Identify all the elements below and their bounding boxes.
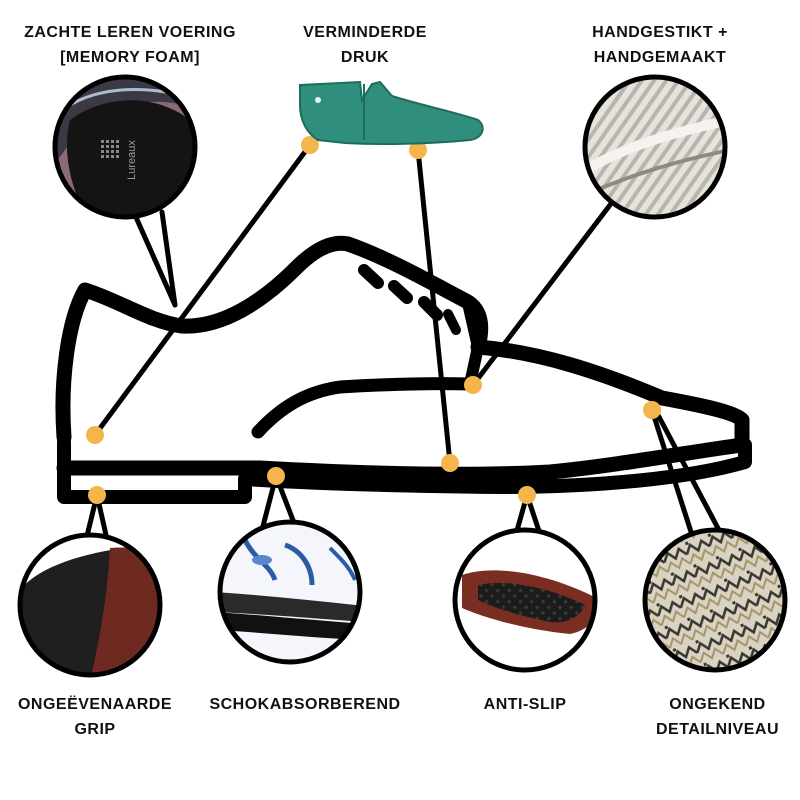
label-memory-foam-line1: ZACHTE LEREN VOERING (24, 24, 236, 41)
callout-dots (86, 136, 661, 504)
connector-pressure (415, 147, 453, 466)
lace-4 (443, 309, 461, 335)
dot-pressure-top (409, 141, 427, 159)
label-antislip-line1: ANTI-SLIP (483, 696, 567, 713)
rubber-sole-image (452, 527, 598, 673)
label-grip-line2: GRIP (74, 721, 116, 738)
connector-memory-foam-a (132, 212, 178, 308)
connector-lines (83, 142, 723, 543)
label-grip: ONGEËVENAARDE GRIP (0, 692, 190, 742)
connector-heel-liner (92, 142, 313, 438)
connector-detail-b (655, 412, 723, 535)
label-handmade-line1: HANDGESTIKT + (592, 24, 728, 41)
label-pressure-line2: DRUK (340, 49, 390, 66)
lace-2 (388, 280, 413, 304)
label-antislip: ANTI-SLIP (460, 692, 590, 717)
label-handmade-line2: HANDGEMAAKT (593, 49, 727, 66)
label-memory-foam: ZACHTE LEREN VOERING [MEMORY FOAM] (10, 20, 250, 70)
dot-grip (88, 486, 106, 504)
connector-memory-foam-b (159, 209, 178, 308)
leather-texture-image (582, 74, 728, 220)
shoe-upper (55, 235, 750, 482)
sole-edge-closeup-image (217, 519, 363, 665)
label-detail: ONGEKEND DETAILNIVEAU (635, 692, 800, 742)
outsole-closeup-image (17, 532, 163, 678)
connector-shock-a (259, 473, 279, 533)
dot-handmade (464, 376, 482, 394)
shoe-last-image (299, 80, 484, 145)
dot-heel-liner (301, 136, 319, 154)
dot-heel (86, 426, 104, 444)
tongue-edge (462, 297, 484, 390)
dot-detail (643, 401, 661, 419)
connector-shock-b (273, 473, 299, 531)
label-detail-line2: DETAILNIVEAU (655, 721, 780, 738)
connector-handmade (470, 202, 613, 388)
label-pressure-line1: VERMINDERDE (303, 24, 427, 41)
brand-logo: Lureaux (126, 140, 138, 180)
lace-1 (358, 264, 384, 289)
label-grip-line1: ONGEËVENAARDE (17, 696, 173, 713)
embroidered-pattern-image (642, 527, 788, 673)
label-handmade: HANDGESTIKT + HANDGEMAAKT (570, 20, 750, 70)
connector-detail-a (649, 407, 695, 538)
vamp-seam (251, 377, 477, 439)
dot-shock (267, 467, 285, 485)
label-shock: SCHOKABSORBEREND (195, 692, 415, 717)
label-detail-line1: ONGEKEND (669, 696, 766, 713)
dot-antislip (518, 486, 536, 504)
label-pressure: VERMINDERDE DRUK (285, 20, 445, 70)
dot-pressure-bottom (441, 454, 459, 472)
label-memory-foam-line2: [MEMORY FOAM] (60, 49, 200, 66)
insole-closeup-image: Lureaux (52, 74, 198, 220)
label-shock-line1: SCHOKABSORBEREND (209, 696, 401, 713)
